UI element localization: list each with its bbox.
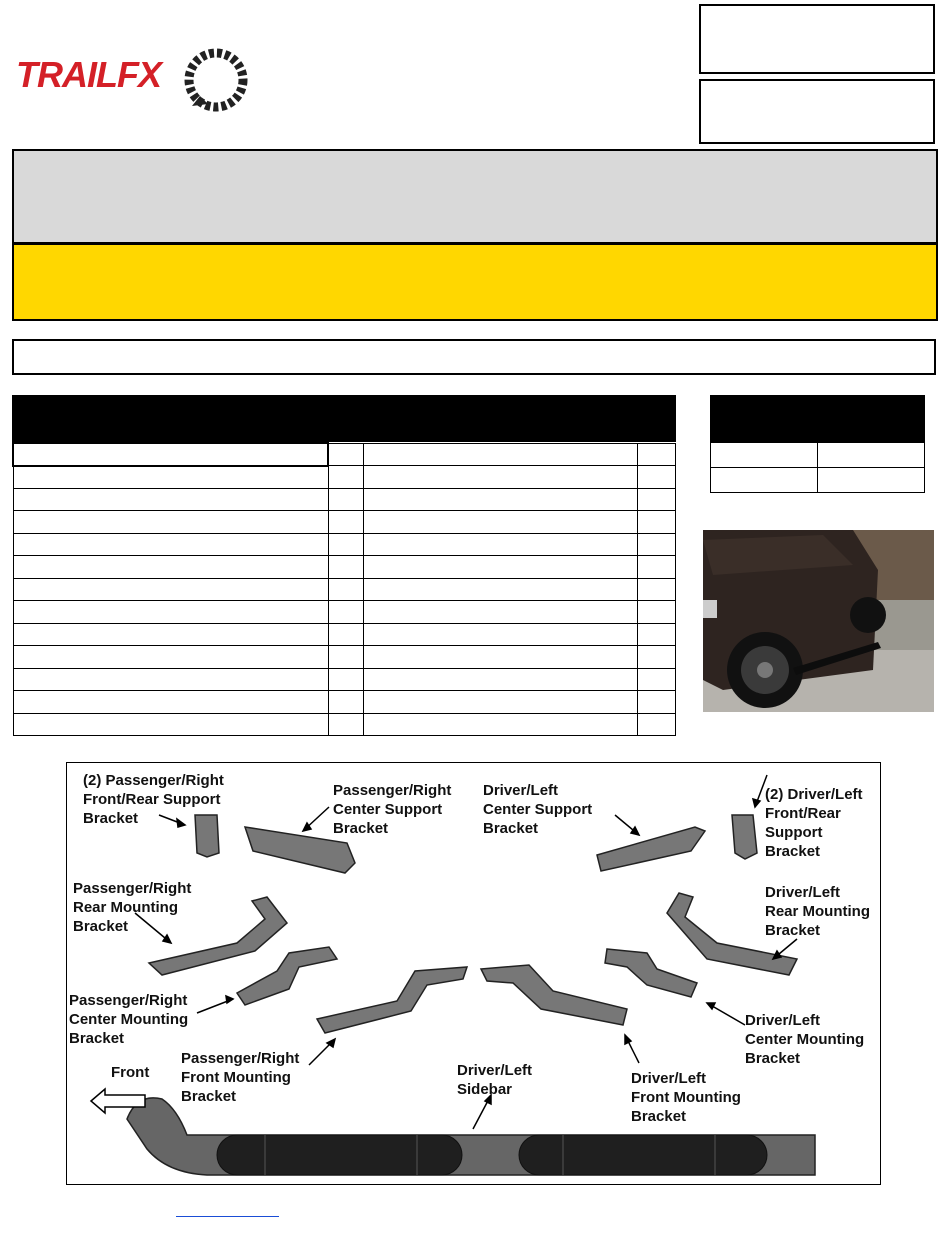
label-pr-front-mounting: Passenger/Right Front Mounting Bracket	[181, 1050, 300, 1105]
warning-banner	[12, 243, 938, 321]
parts-diagram: (2) Passenger/Right Front/Rear Support B…	[66, 762, 881, 1185]
label-dl-front-rear-support: (2) Driver/Left Front/Rear Support Brack…	[765, 786, 863, 860]
table-row	[12, 577, 676, 601]
parts-table-header	[12, 395, 676, 442]
tire-tread-icon	[184, 48, 248, 112]
tools-table	[709, 442, 925, 493]
label-dl-sidebar: Driver/Left Sidebar	[457, 1062, 533, 1098]
vehicle-photo	[703, 530, 934, 712]
title-banner	[12, 149, 938, 244]
table-row	[12, 510, 676, 534]
info-bar	[12, 339, 936, 375]
label-dl-front-mounting: Driver/Left Front Mounting Bracket	[631, 1070, 741, 1125]
label-dl-center-mounting: Driver/Left Center Mounting Bracket	[745, 1012, 865, 1067]
table-row	[709, 442, 925, 468]
label-pr-rear-mounting: Passenger/Right Rear Mounting Bracket	[73, 880, 192, 935]
table-row	[12, 645, 676, 669]
table-row	[709, 467, 925, 493]
label-dl-center-support: Driver/Left Center Support Bracket	[483, 782, 593, 837]
table-row	[12, 622, 676, 646]
tools-table-header	[710, 395, 925, 442]
label-pr-center-mounting: Passenger/Right Center Mounting Bracket	[69, 992, 189, 1047]
table-row	[12, 465, 676, 489]
table-row	[12, 712, 676, 736]
revision-box	[699, 79, 935, 144]
label-pr-center-support: Passenger/Right Center Support Bracket	[333, 782, 452, 837]
label-front: Front	[111, 1064, 150, 1081]
footer-link[interactable]	[176, 1216, 279, 1217]
parts-table	[11, 442, 676, 736]
label-pr-front-rear-support: (2) Passenger/Right Front/Rear Support B…	[83, 772, 224, 827]
table-row	[12, 487, 676, 511]
table-row	[12, 532, 676, 556]
table-row	[11, 442, 676, 467]
trailfx-logo: TRAILFX	[14, 46, 248, 116]
table-row	[12, 667, 676, 691]
front-arrow-icon	[89, 1087, 146, 1115]
label-dl-rear-mounting: Driver/Left Rear Mounting Bracket	[765, 884, 870, 939]
table-row	[12, 600, 676, 624]
brackets-illustration	[89, 774, 816, 1176]
table-row	[12, 555, 676, 579]
part-number-box	[699, 4, 935, 74]
table-row	[12, 690, 676, 714]
brand-name: TRAILFX	[16, 54, 162, 95]
